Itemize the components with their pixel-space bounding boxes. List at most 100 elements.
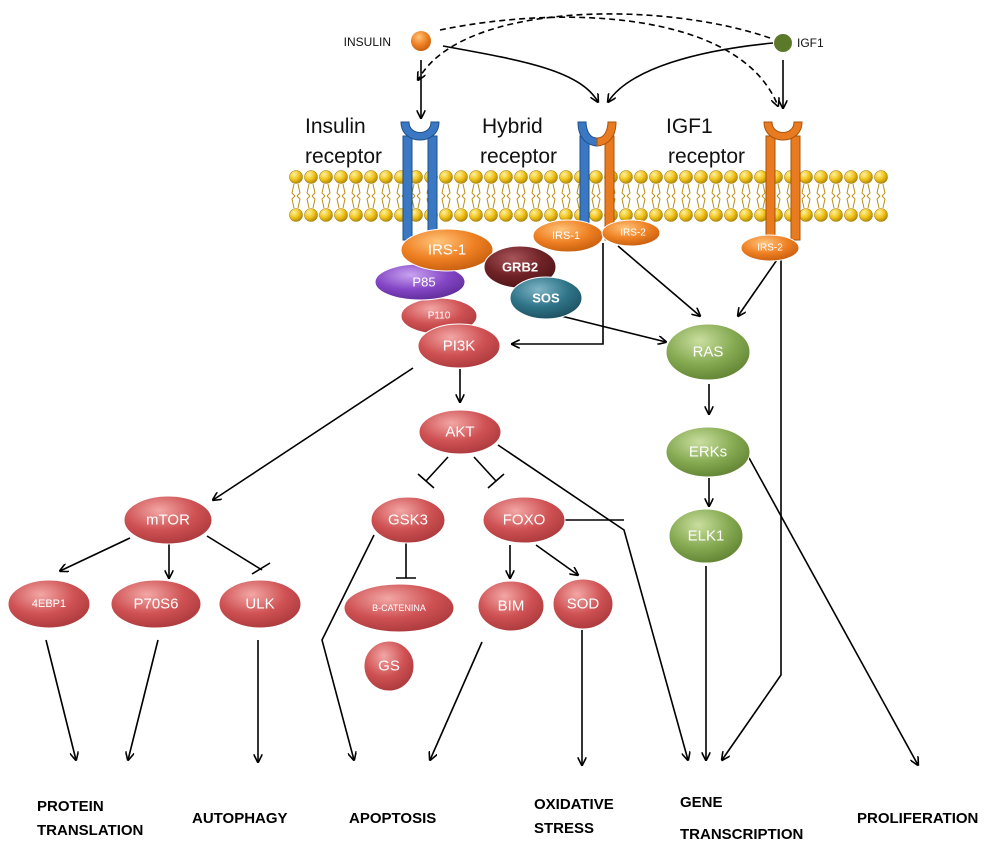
lipid-head (529, 208, 543, 222)
lipid-tail (441, 183, 451, 209)
node-bcatenina: B-CATENINA (343, 583, 455, 633)
lipid-head (799, 170, 813, 184)
outcome-proliferation: PROLIFERATION (857, 810, 978, 827)
node-gsk3: GSK3 (370, 496, 446, 544)
lipid-tail (471, 183, 481, 209)
lipid-head (454, 208, 468, 222)
lipid-head (649, 208, 663, 222)
lipid-head (619, 170, 633, 184)
igf1-receptor (763, 121, 803, 241)
outcome-autophagy: AUTOPHAGY (192, 810, 288, 827)
node-akt: AKT (418, 409, 502, 455)
node-gs: GS (363, 640, 415, 692)
igf1-label: IGF1 (797, 36, 824, 50)
lipid-head (319, 208, 333, 222)
outcome-oxidative-stress-line2: STRESS (534, 820, 594, 837)
node-pi3k: PI3K (417, 323, 501, 369)
lipid-tail (861, 183, 871, 209)
lipid-head (304, 170, 318, 184)
lipid-tail (501, 183, 511, 209)
outcome-gene-transcription-line2: TRANSCRIPTION (680, 826, 803, 843)
lipid-tail (336, 183, 346, 209)
lipid-tail (726, 183, 736, 209)
lipid-head (439, 170, 453, 184)
lipid-head (859, 208, 873, 222)
node-elk1: ELK1 (668, 508, 744, 564)
lipid-head (634, 170, 648, 184)
svg-text:mTOR: mTOR (146, 512, 190, 529)
lipid-head (499, 208, 513, 222)
svg-text:P70S6: P70S6 (133, 596, 178, 613)
lipid-tail (531, 183, 541, 209)
lipid-head (739, 170, 753, 184)
igf1-receptor-label-1: IGF1 (666, 115, 713, 138)
lipid-tail (411, 183, 421, 209)
insulin-ligand: INSULIN (344, 31, 431, 51)
svg-text:SOD: SOD (567, 596, 600, 613)
lipid-head (529, 170, 543, 184)
svg-text:ERKs: ERKs (689, 444, 727, 461)
lipid-tail (741, 183, 751, 209)
lipid-head (724, 208, 738, 222)
lipid-head (439, 208, 453, 222)
lipid-head (484, 170, 498, 184)
svg-text:4EBP1: 4EBP1 (32, 598, 66, 610)
node-4ebp1: 4EBP1 (7, 579, 91, 629)
igf1-ligand: IGF1 (774, 34, 824, 52)
lipid-tail (666, 183, 676, 209)
lipid-head (694, 208, 708, 222)
receptor-labels: Insulin receptor Hybrid receptor IGF1 re… (305, 115, 745, 168)
svg-text:IRS-2: IRS-2 (757, 243, 783, 254)
lipid-tail (636, 183, 646, 209)
node-sos: SOS (509, 276, 583, 320)
lipid-tail (351, 183, 361, 209)
svg-text:IRS-1: IRS-1 (428, 242, 466, 259)
lipid-head (319, 170, 333, 184)
node-erks: ERKs (665, 426, 751, 478)
lipid-tail (366, 183, 376, 209)
lipid-head (544, 208, 558, 222)
lipid-head (844, 170, 858, 184)
lipid-head (814, 208, 828, 222)
svg-text:ULK: ULK (245, 596, 274, 613)
lipid-head (544, 170, 558, 184)
node-ulk: ULK (218, 579, 302, 629)
lipid-tail (486, 183, 496, 209)
lipid-head (664, 170, 678, 184)
outcome-oxidative-stress-line1: OXIDATIVE (534, 796, 614, 813)
lipid-head (814, 170, 828, 184)
lipid-tail (651, 183, 661, 209)
igf1-receptor-label-2: receptor (668, 145, 745, 168)
lipid-head (859, 170, 873, 184)
lipid-tail (381, 183, 391, 209)
lipid-tail (321, 183, 331, 209)
svg-text:B-CATENINA: B-CATENINA (372, 603, 426, 613)
lipid-head (364, 208, 378, 222)
pathway-edges (45, 243, 918, 765)
svg-text:GSK3: GSK3 (388, 512, 428, 529)
lipid-head (589, 208, 603, 222)
insulin-ball-icon (411, 31, 431, 51)
node-irs2-igf1: IRS-2 (740, 234, 800, 262)
cell-membrane (289, 170, 888, 222)
lipid-tail (711, 183, 721, 209)
node-mtor: mTOR (123, 495, 213, 545)
lipid-head (349, 170, 363, 184)
ligand-arrows (418, 13, 783, 118)
hybrid-receptor-label-2: receptor (480, 145, 557, 168)
svg-text:IRS-1: IRS-1 (552, 230, 580, 242)
pathway-nodes: P110 P85 IRS-1 PI3K GRB2 SOS IRS-1 (7, 219, 800, 692)
lipid-tail (561, 183, 571, 209)
lipid-head (484, 208, 498, 222)
lipid-tail (681, 183, 691, 209)
lipid-head (364, 170, 378, 184)
node-irs1-hybrid: IRS-1 (532, 219, 604, 253)
lipid-head (469, 170, 483, 184)
lipid-tail (696, 183, 706, 209)
outcome-gene-transcription-line1: GENE (680, 794, 723, 811)
insulin-receptor-label-2: receptor (305, 145, 382, 168)
svg-text:BIM: BIM (498, 598, 525, 615)
lipid-head (349, 208, 363, 222)
node-irs2-hybrid: IRS-2 (601, 219, 661, 247)
lipid-head (454, 170, 468, 184)
